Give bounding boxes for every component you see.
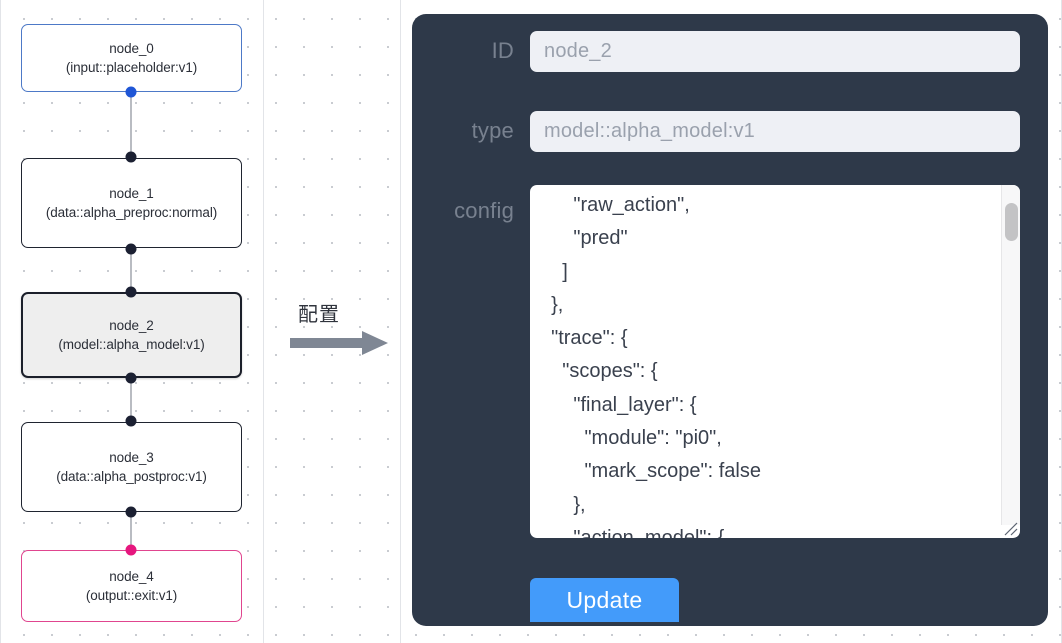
- field-row-config: config "raw_action", "pred" ] }, "trace"…: [412, 185, 1048, 538]
- node-subtitle: (output::exit:v1): [85, 588, 178, 603]
- graph-node-node_4[interactable]: node_4 (output::exit:v1): [21, 550, 242, 622]
- node-handle-out-node_1[interactable]: [125, 243, 137, 255]
- config-textarea-wrapper: "raw_action", "pred" ] }, "trace": { "sc…: [530, 185, 1020, 538]
- node-title: node_0: [109, 41, 154, 56]
- node-handle-out-node_3[interactable]: [125, 506, 137, 518]
- annotation-label: 配置: [298, 302, 340, 326]
- node-handle-in-node_1[interactable]: [125, 151, 137, 163]
- node-handle-in-node_4[interactable]: [125, 544, 137, 556]
- graph-node-node_0[interactable]: node_0 (input::placeholder:v1): [21, 24, 242, 92]
- field-label-type: type: [471, 118, 514, 143]
- edge-node3-node4: [130, 512, 132, 550]
- graph-node-node_2[interactable]: node_2 (model::alpha_model:v1): [21, 292, 242, 378]
- node-subtitle: (data::alpha_preproc:normal): [45, 205, 218, 220]
- node-subtitle: (data::alpha_postproc:v1): [56, 469, 207, 484]
- canvas-panel-rule: [400, 0, 401, 643]
- annotation-arrow-group: 配置: [290, 298, 400, 360]
- field-row-type: type: [412, 111, 1048, 152]
- edge-node1-node2: [130, 248, 132, 292]
- canvas-left-rule: [0, 0, 1, 643]
- graph-node-node_3[interactable]: node_3 (data::alpha_postproc:v1): [21, 422, 242, 512]
- canvas-mid-rule: [263, 0, 264, 643]
- node-config-panel: ID type config "raw_action", "pred" ] },…: [412, 14, 1048, 626]
- node-handle-in-node_3[interactable]: [125, 415, 137, 427]
- config-textarea[interactable]: "raw_action", "pred" ] }, "trace": { "sc…: [530, 185, 986, 538]
- node-handle-in-node_2[interactable]: [125, 286, 137, 298]
- node-subtitle: (model::alpha_model:v1): [58, 337, 205, 352]
- node-subtitle: (input::placeholder:v1): [65, 60, 198, 75]
- field-label-id: ID: [491, 38, 514, 63]
- field-row-id: ID: [412, 31, 1048, 72]
- node-handle-out-node_2[interactable]: [125, 372, 137, 384]
- update-button[interactable]: Update: [530, 578, 679, 622]
- graph-node-node_1[interactable]: node_1 (data::alpha_preproc:normal): [21, 158, 242, 248]
- node-title: node_3: [109, 450, 154, 465]
- node-title: node_4: [109, 569, 154, 584]
- right-arrow-icon: [290, 331, 388, 355]
- config-scrollbar[interactable]: [1001, 185, 1020, 525]
- type-input[interactable]: [530, 111, 1020, 152]
- node-title: node_2: [109, 318, 154, 333]
- config-scrollbar-thumb[interactable]: [1005, 203, 1018, 241]
- node-handle-out-node_0[interactable]: [125, 86, 137, 98]
- resize-handle-icon[interactable]: [1001, 519, 1019, 537]
- id-input[interactable]: [530, 31, 1020, 72]
- edge-node0-node1: [130, 92, 132, 158]
- node-title: node_1: [109, 186, 154, 201]
- field-label-config: config: [454, 198, 514, 223]
- edge-node2-node3: [130, 378, 132, 422]
